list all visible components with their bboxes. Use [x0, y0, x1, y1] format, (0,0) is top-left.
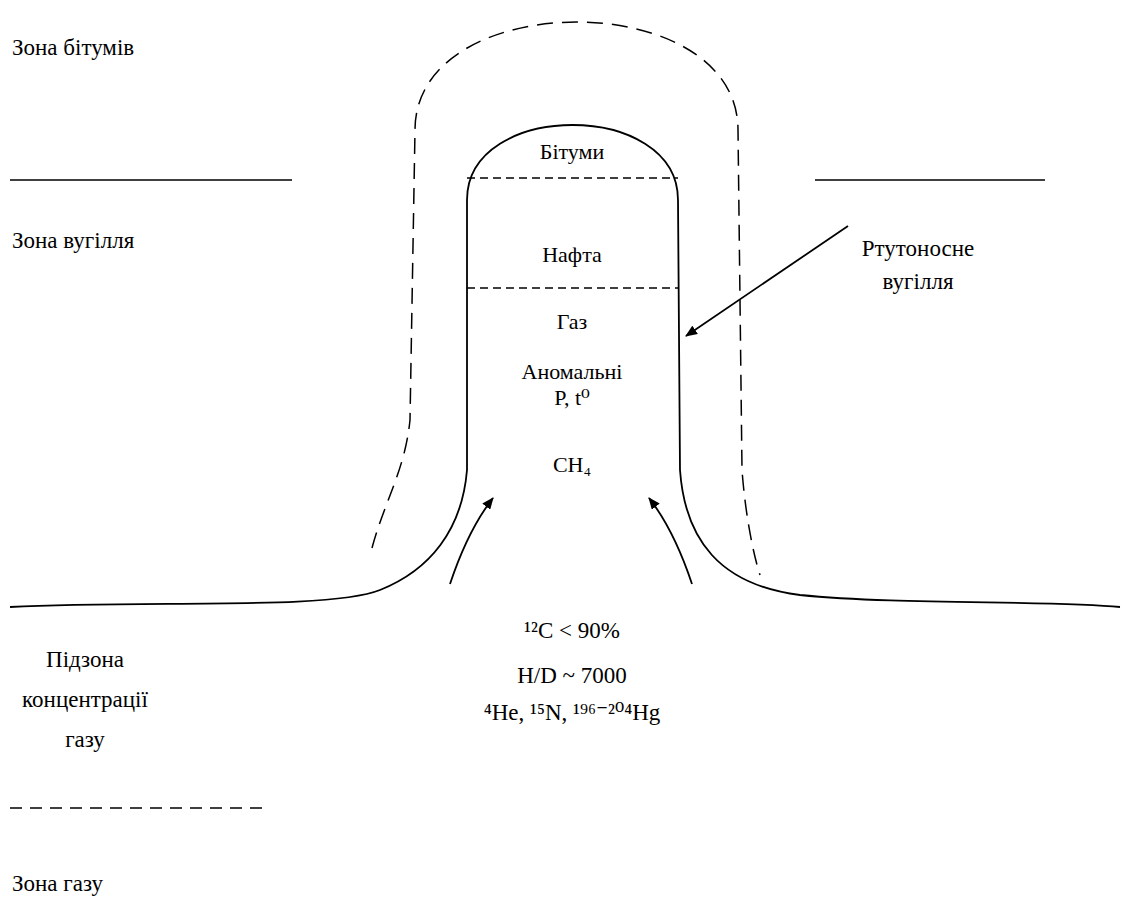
layer-label: Бітуми [482, 139, 662, 165]
deposit-dome: БітумиНафтаГазАномальні P, t⁰ CH₄ [370, 110, 770, 610]
zone-boundary [815, 179, 1045, 181]
layer-label: Аномальні P, t⁰ [513, 359, 631, 412]
zone-label: Зона вугілля [12, 227, 134, 255]
dome-boundary [10, 125, 1120, 607]
zone-label: Зона бітумів [12, 34, 134, 62]
zone-label: Підзона концентрації газу [10, 640, 160, 760]
zone-label: ¹²C < 90% [442, 617, 702, 645]
layer-divider [467, 177, 678, 178]
zone-label: Ртутоносне вугілля [851, 232, 986, 298]
zone-label: Зона газу [12, 870, 103, 898]
zone-label: ⁴He, ¹⁵N, ¹⁹⁶⁻²⁰⁴Hg [422, 699, 722, 727]
zone-boundary [10, 179, 292, 181]
layer-label: Нафта [482, 242, 662, 268]
leader-arrow [686, 226, 848, 336]
layer-label: CH₄ [512, 452, 632, 478]
layer-label: Газ [482, 309, 662, 335]
mercury-halo-outline [372, 22, 760, 575]
zone-boundary-dashed [10, 807, 265, 809]
flow-arrow [450, 498, 493, 584]
zone-label: H/D ~ 7000 [442, 662, 702, 690]
flow-arrow [649, 498, 692, 584]
layer-divider [467, 287, 678, 288]
